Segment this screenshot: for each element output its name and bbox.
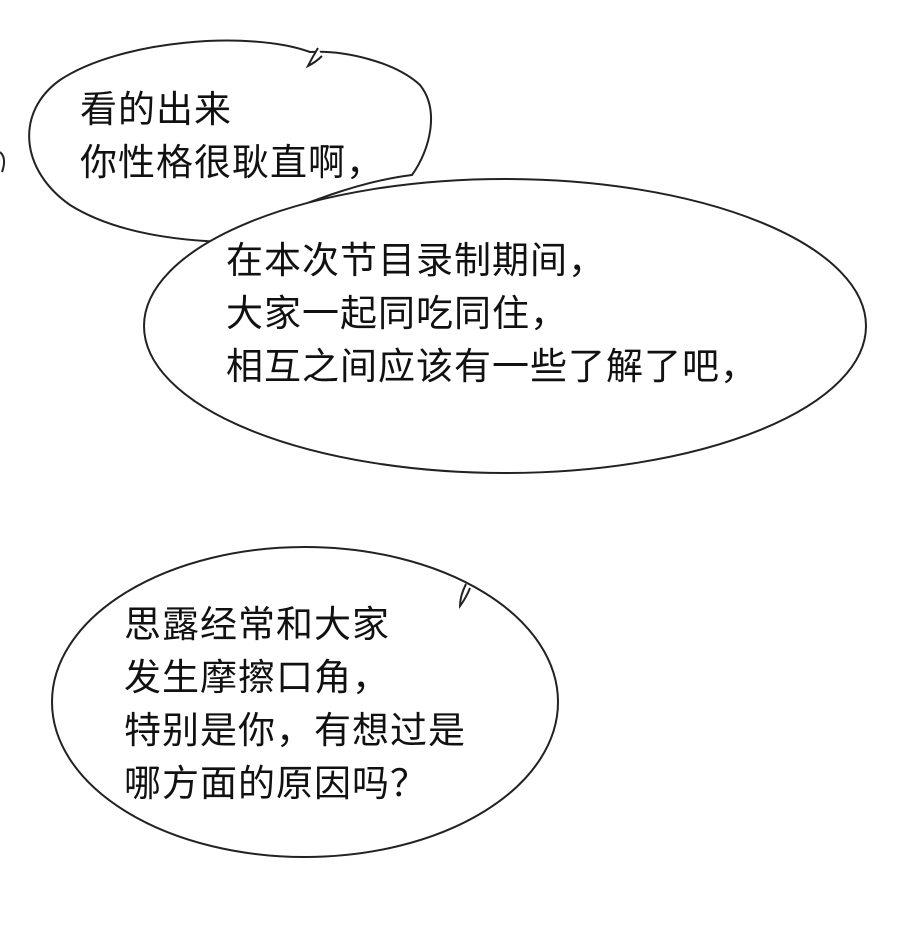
speech-bubble-1-text: 看的出来 你性格很耿直啊， — [80, 83, 384, 189]
dialogue-line: 思露经常和大家 — [124, 603, 390, 646]
dialogue-line: 大家一起同吃同住， — [226, 292, 568, 335]
speech-bubble-3-text: 思露经常和大家 发生摩擦口角， 特别是你，有想过是 哪方面的原因吗？ — [124, 598, 466, 810]
speech-bubble-1-tail — [305, 47, 323, 69]
dialogue-line: 在本次节目录制期间， — [226, 239, 606, 282]
speech-bubble-3-tail — [458, 583, 471, 610]
speech-bubble-2-text: 在本次节目录制期间， 大家一起同吃同住， 相互之间应该有一些了解了吧， — [226, 234, 758, 393]
dialogue-line: 哪方面的原因吗？ — [124, 762, 428, 805]
speech-bubble-1-outline — [28, 39, 432, 244]
dialogue-line: 相互之间应该有一些了解了吧， — [226, 345, 758, 388]
dialogue-line: 看的出来 — [80, 88, 232, 131]
offscreen-bubble-edge — [0, 151, 6, 173]
dialogue-line: 特别是你，有想过是 — [124, 709, 466, 752]
speech-bubble-2-outline — [143, 178, 867, 474]
dialogue-line: 你性格很耿直啊， — [80, 141, 384, 184]
speech-bubble-3-outline — [51, 546, 559, 858]
dialogue-line: 发生摩擦口角， — [124, 656, 390, 699]
